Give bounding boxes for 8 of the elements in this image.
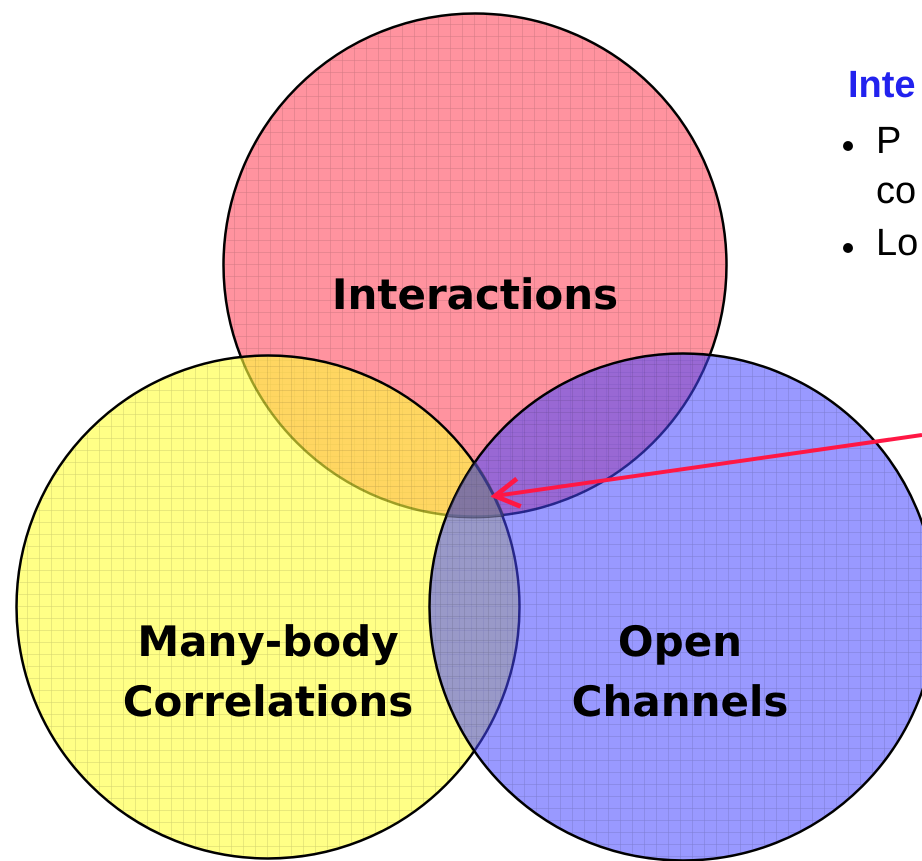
circle-label: Open Channels [570,616,790,728]
circle-label: Many-body Correlations [122,616,414,728]
section-heading: Inte [848,64,916,107]
bullet-text: co [876,170,916,213]
bullet-text: Lo [876,222,918,265]
bullet-text: P [876,120,902,163]
arrow [492,433,922,509]
circle-label: Interactions [330,269,620,321]
